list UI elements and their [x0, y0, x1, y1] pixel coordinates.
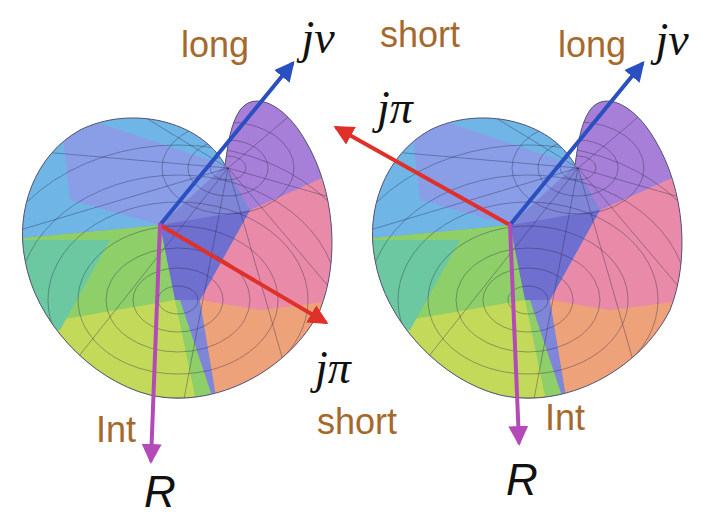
rotation-vector — [151, 225, 160, 460]
axis-label: long — [181, 27, 249, 63]
proton-vector — [337, 128, 510, 225]
vector-label: R — [506, 458, 538, 502]
axis-label: short — [317, 404, 397, 440]
vector-label: jν — [655, 17, 688, 63]
axis-label: short — [380, 17, 460, 53]
neutron-vector — [510, 64, 642, 225]
neutron-vector — [160, 64, 292, 225]
nucleus-shape-left — [0, 80, 373, 455]
axis-label: Int — [96, 412, 136, 448]
vector-label: jν — [301, 15, 334, 61]
vector-label: R — [144, 470, 176, 514]
vector-label: jπ — [377, 85, 413, 131]
rotation-vector — [510, 225, 519, 442]
vector-label: jπ — [315, 345, 351, 391]
nucleus-shape-right — [333, 80, 709, 455]
proton-vector — [160, 225, 325, 322]
axis-label: Int — [545, 400, 585, 436]
axis-label: long — [558, 27, 626, 63]
